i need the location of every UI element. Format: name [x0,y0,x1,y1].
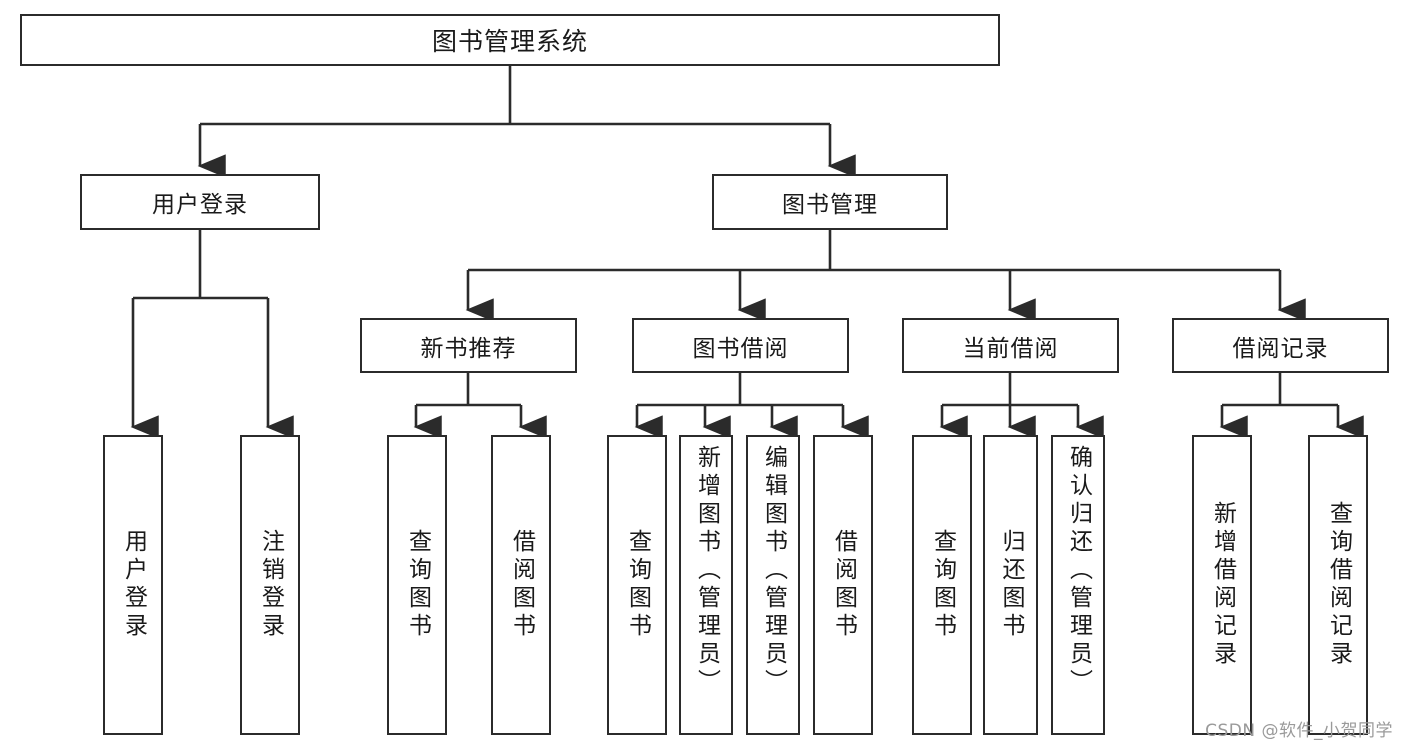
node-label: 新增图书（管理员） [693,445,720,697]
node-new-book-recommend[interactable]: 新书推荐 [360,318,577,373]
node-label: 图书借阅 [692,335,789,362]
node-current-borrow[interactable]: 当前借阅 [902,318,1119,373]
leaf-user-login-login[interactable]: 用户登录 [103,435,163,735]
node-label: 用户登录 [120,529,147,641]
node-label: 归还图书 [998,529,1024,641]
node-label: 图书管理 [782,192,878,218]
node-user-login[interactable]: 用户登录 [80,174,320,230]
leaf-book-borrow-borrow[interactable]: 借阅图书 [813,435,873,735]
node-label: 查询图书 [624,529,651,641]
node-book-borrow[interactable]: 图书借阅 [632,318,849,373]
leaf-new-book-borrow[interactable]: 借阅图书 [491,435,551,735]
node-label: 查询借阅记录 [1325,501,1352,669]
watermark-text: CSDN @软件_小贺同学 [1205,721,1393,741]
node-label: 新增借阅记录 [1209,501,1236,669]
leaf-current-borrow-return[interactable]: 归还图书 [983,435,1038,735]
node-root-system[interactable]: 图书管理系统 [20,14,1000,66]
leaf-user-login-logout[interactable]: 注销登录 [240,435,300,735]
node-label: 确认归还（管理员） [1065,445,1092,697]
node-label: 用户登录 [152,192,248,218]
leaf-borrow-record-add[interactable]: 新增借阅记录 [1192,435,1252,735]
node-label: 借阅图书 [508,529,535,641]
node-label: 借阅记录 [1232,335,1329,362]
leaf-book-borrow-edit[interactable]: 编辑图书（管理员） [746,435,800,735]
leaf-borrow-record-query[interactable]: 查询借阅记录 [1308,435,1368,735]
node-label: 当前借阅 [962,335,1059,362]
leaf-current-borrow-query[interactable]: 查询图书 [912,435,972,735]
node-label: 查询图书 [929,529,956,641]
node-label: 借阅图书 [830,529,857,641]
leaf-current-borrow-confirm-return[interactable]: 确认归还（管理员） [1051,435,1105,735]
node-label: 编辑图书（管理员） [760,445,787,697]
node-label: 图书管理系统 [431,27,588,56]
node-book-management[interactable]: 图书管理 [712,174,948,230]
leaf-new-book-query[interactable]: 查询图书 [387,435,447,735]
node-label: 查询图书 [404,529,431,641]
leaf-book-borrow-query[interactable]: 查询图书 [607,435,667,735]
leaf-book-borrow-add[interactable]: 新增图书（管理员） [679,435,733,735]
node-label: 新书推荐 [420,335,517,362]
node-borrow-record[interactable]: 借阅记录 [1172,318,1389,373]
node-label: 注销登录 [257,529,284,641]
